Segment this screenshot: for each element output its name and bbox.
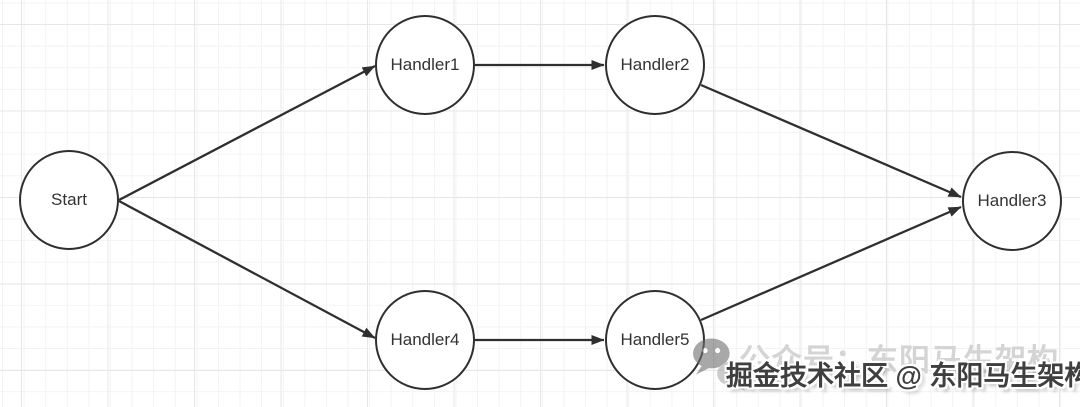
edge-start-to-handler1 bbox=[118, 64, 376, 202]
edge-start-to-handler4 bbox=[118, 199, 376, 340]
edge-handler5-to-handler3 bbox=[700, 205, 962, 322]
edge-handler2-to-handler3 bbox=[700, 83, 962, 199]
